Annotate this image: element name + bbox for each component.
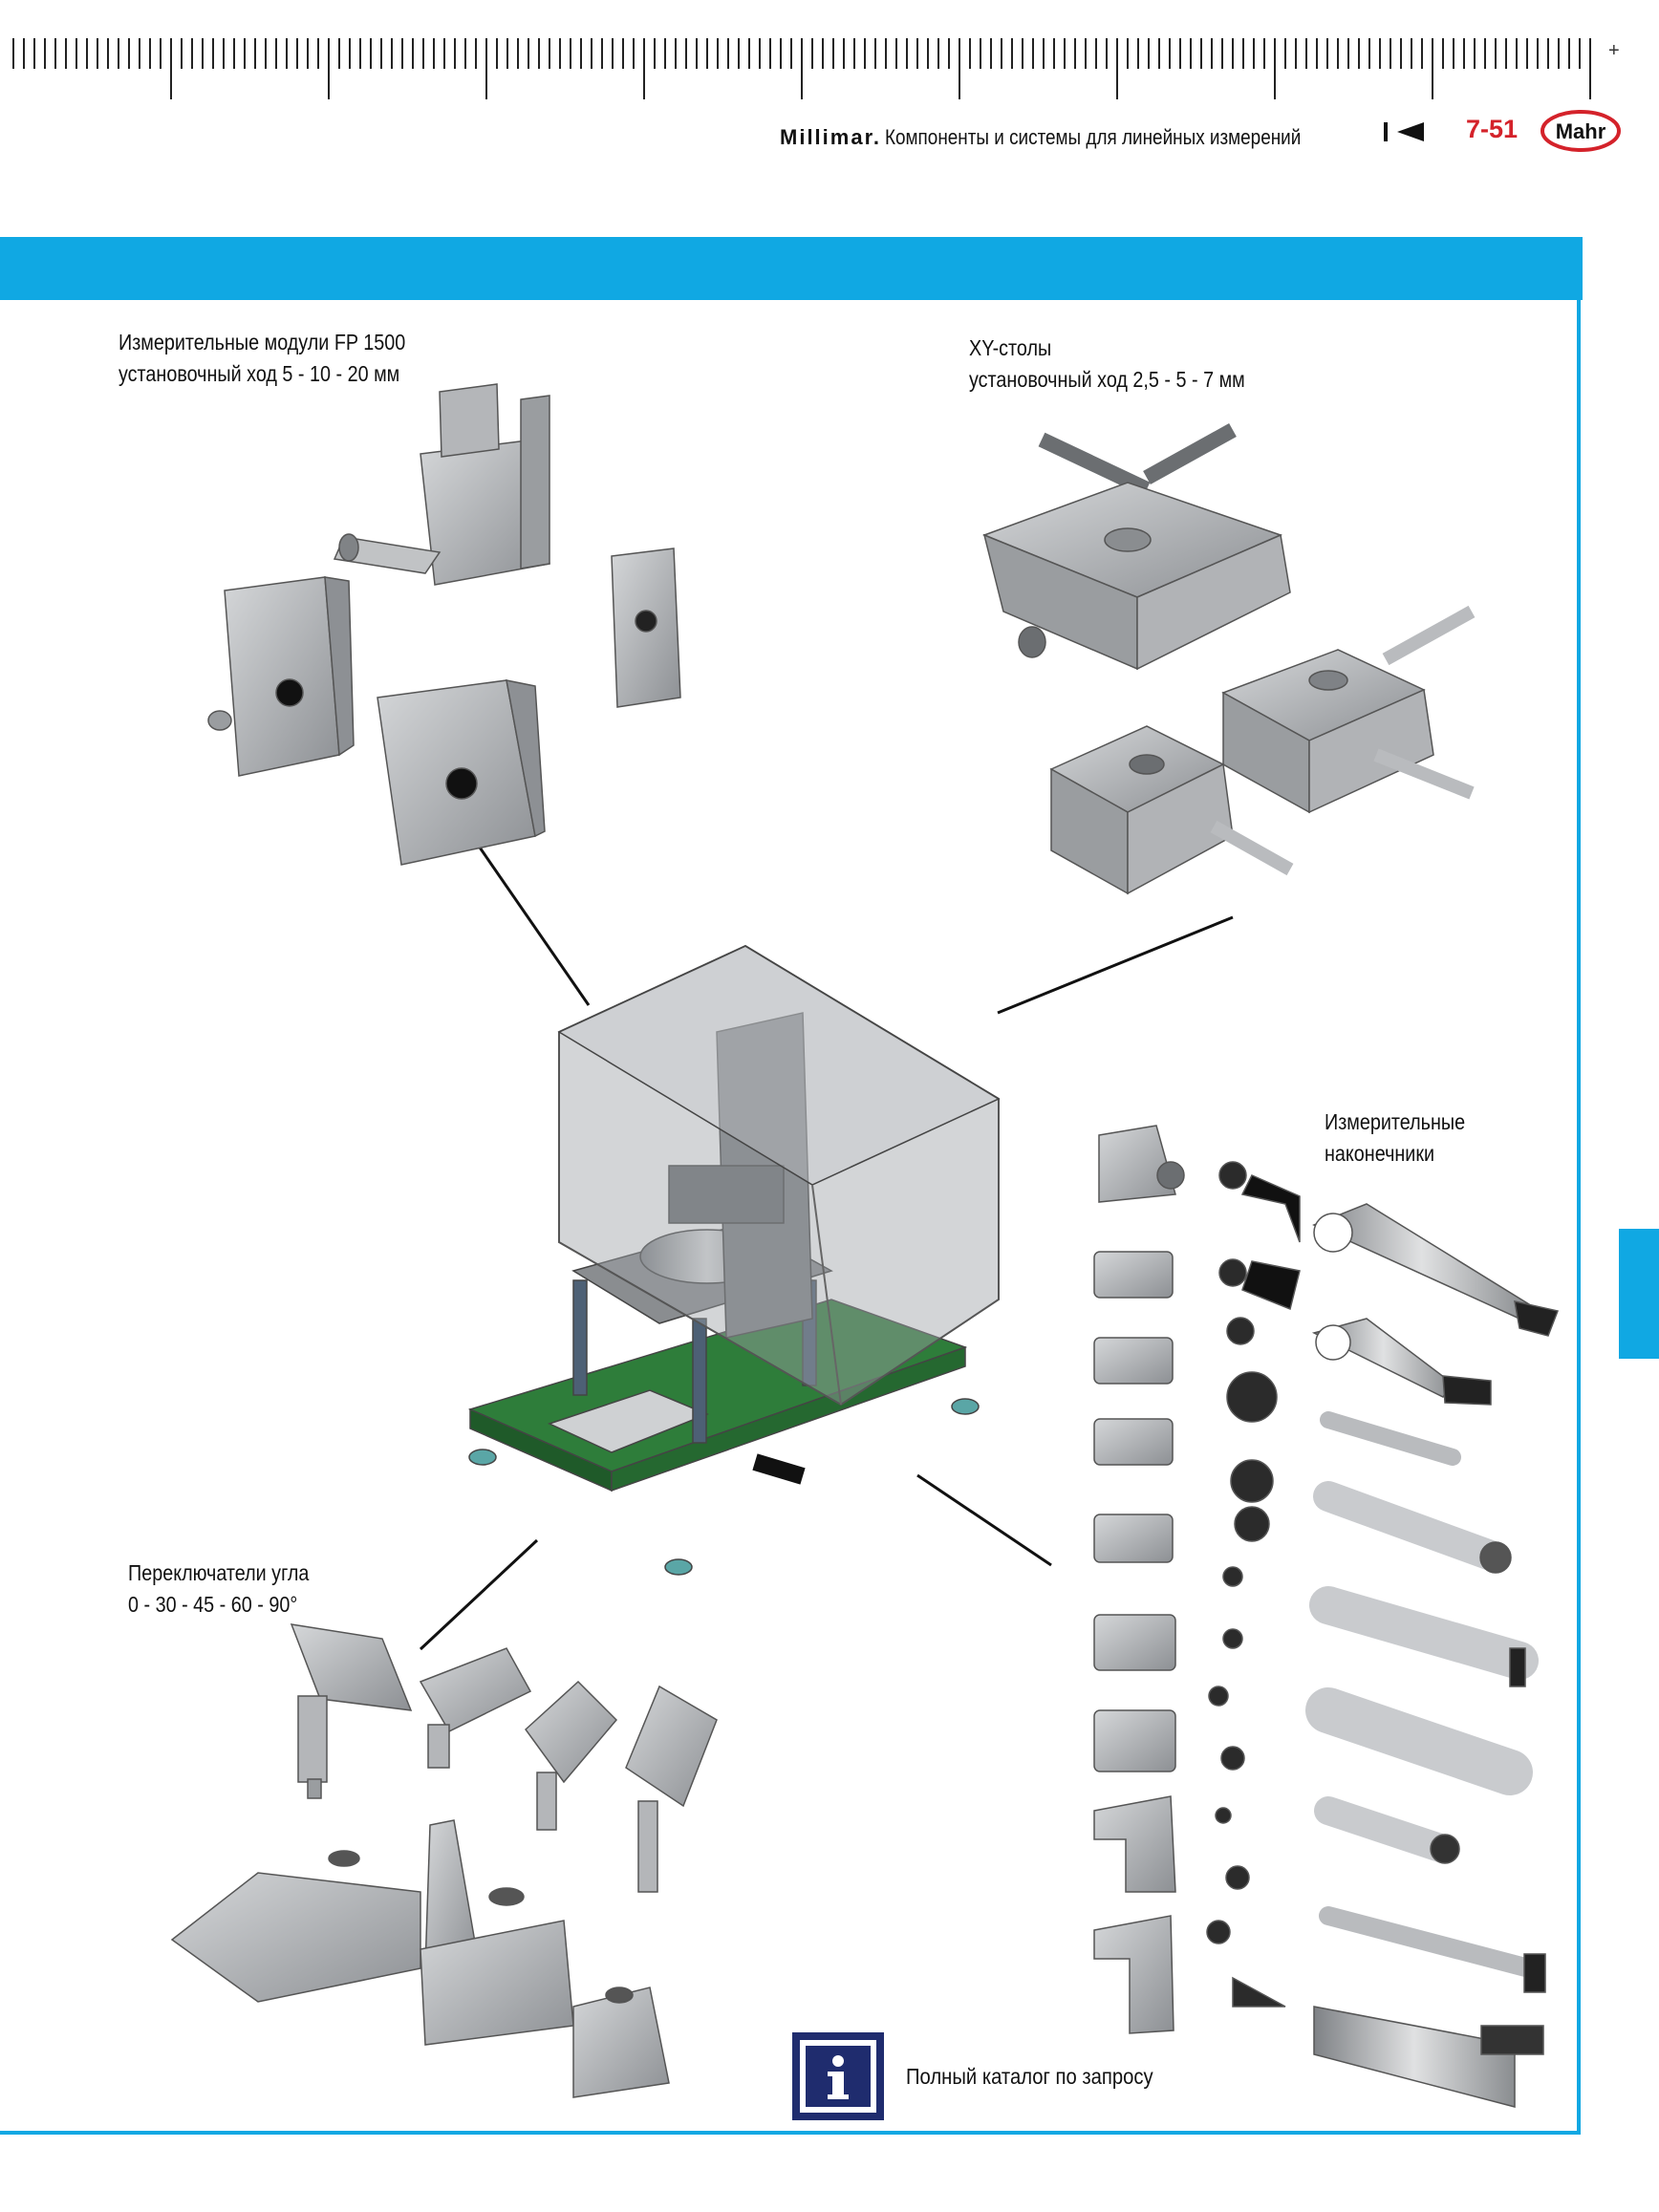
- ruler: [12, 38, 1591, 99]
- mahr-logo: Mahr: [1540, 110, 1621, 152]
- fp1500-modules: [207, 383, 681, 866]
- connector-lines: [419, 844, 1234, 1651]
- label-fp1500: Измерительные модули FP 1500 установочны…: [118, 327, 405, 390]
- header-subtitle: Компоненты и системы для линейных измере…: [885, 125, 1302, 149]
- label-angle-switch: Переключатели угла 0 - 30 - 45 - 60 - 90…: [128, 1557, 309, 1621]
- label-fp1500-line2: установочный ход 5 - 10 - 20 мм: [118, 361, 400, 386]
- page-header: Millimar. Компоненты и системы для линей…: [780, 120, 1368, 155]
- label-xy-line2: установочный ход 2,5 - 5 - 7 мм: [969, 367, 1245, 392]
- brand-name: Millimar.: [780, 125, 882, 149]
- label-angle-line1: Переключатели угла: [128, 1560, 310, 1585]
- catalog-note: Полный каталог по запросу: [906, 2064, 1153, 2089]
- info-icon: [792, 2032, 884, 2120]
- measuring-probes: [1093, 1125, 1560, 2108]
- central-machine: [467, 944, 1001, 1576]
- section-band: [0, 237, 1583, 300]
- label-probes-line1: Измерительные: [1325, 1109, 1466, 1134]
- label-xy-line1: XY-столы: [969, 335, 1052, 360]
- label-angle-line2: 0 - 30 - 45 - 60 - 90°: [128, 1592, 298, 1617]
- crop-mark: +: [1608, 40, 1620, 61]
- xy-tables: [981, 423, 1476, 895]
- page-number: 7-51: [1466, 115, 1519, 143]
- content-frame: [0, 237, 1581, 2135]
- angle-switches: [170, 1623, 718, 2098]
- svg-text:Mahr: Mahr: [1556, 119, 1606, 143]
- back-arrow-icon[interactable]: [1382, 117, 1426, 147]
- label-fp1500-line1: Измерительные модули FP 1500: [118, 330, 406, 354]
- label-probes-line2: наконечники: [1325, 1141, 1435, 1166]
- chapter-tab: [1619, 1229, 1659, 1359]
- label-probes: Измерительные наконечники: [1325, 1106, 1465, 1170]
- label-xy-tables: XY-столы установочный ход 2,5 - 5 - 7 мм: [969, 333, 1245, 396]
